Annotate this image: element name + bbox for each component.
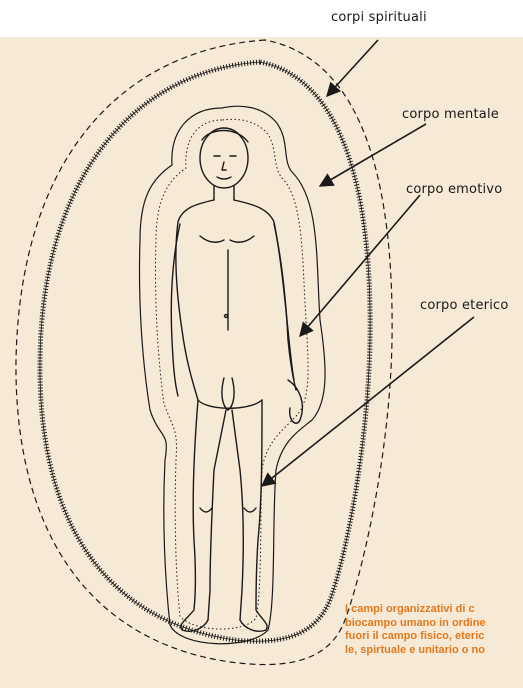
spiritual-body-outline	[16, 40, 392, 665]
etheric-body-outline	[155, 119, 308, 629]
label-spiritual-bodies: corpi spirituali	[331, 10, 427, 25]
label-mental-body: corpo mentale	[402, 107, 499, 122]
mental-body-outline	[40, 62, 370, 641]
arrow-emotional	[300, 195, 420, 336]
label-emotional-body: corpo emotivo	[406, 182, 502, 197]
caption-line: le, spirtuale e unitario o no	[345, 644, 523, 658]
human-figure	[171, 128, 302, 631]
label-etheric-body: corpo eterico	[420, 298, 509, 313]
arrow-spiritual	[327, 40, 378, 96]
caption-line: I campi organizzativi di c	[345, 603, 523, 617]
arrow-mental	[320, 124, 426, 186]
caption-line: fuori il campo fisico, eteric	[345, 630, 523, 644]
caption-line: biocampo umano in ordine	[345, 617, 523, 631]
figure-caption: I campi organizzativi di c biocampo uman…	[345, 603, 523, 657]
